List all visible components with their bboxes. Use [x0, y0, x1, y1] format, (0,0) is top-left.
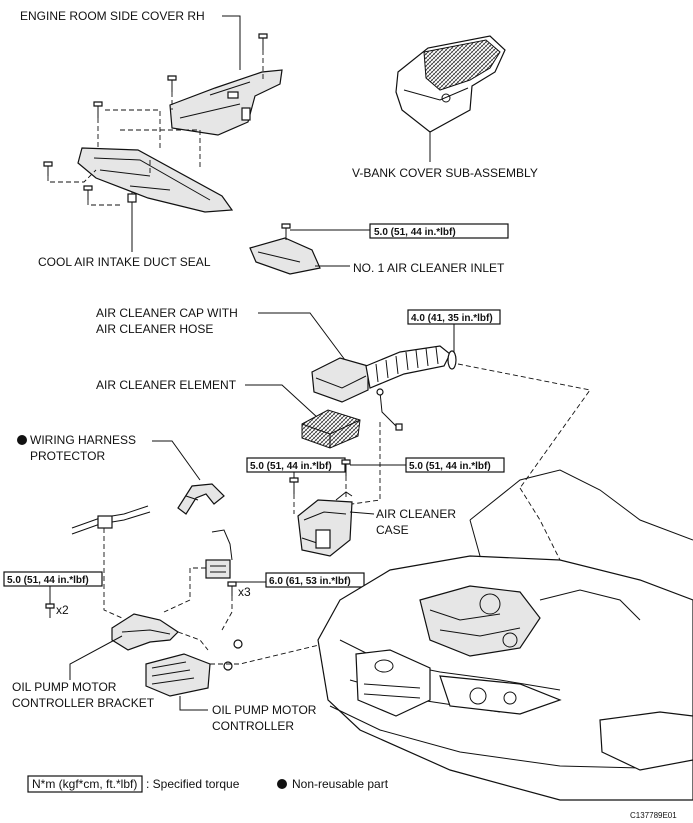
air-cleaner-case: [297, 491, 353, 557]
connector-assembly: [205, 529, 233, 579]
air-cleaner-element: [301, 409, 361, 449]
controller-bolt-qty: x3: [238, 585, 251, 599]
label-wiring-harness-line1: WIRING HARNESS: [30, 433, 136, 447]
torque-box-controller: [265, 572, 365, 588]
air-cleaner-cap-with-hose: [311, 345, 457, 431]
wiring-harness: [71, 505, 151, 535]
label-air-cleaner-cap-line1: AIR CLEANER CAP WITH: [96, 306, 238, 320]
legend-torque-desc: : Specified torque: [146, 777, 240, 791]
bracket-bolt-qty: x2: [56, 603, 69, 617]
oil-pump-motor-controller-bracket: [111, 613, 179, 651]
bolt-icon: [43, 161, 53, 176]
bolt-icon: [281, 223, 291, 240]
torque-case-right: 5.0 (51, 44 in.*lbf): [409, 461, 491, 472]
label-wiring-harness-line2: PROTECTOR: [30, 449, 105, 463]
nonreusable-dot-icon: [17, 435, 27, 445]
bolt-icon: [167, 75, 177, 92]
vehicle-front-engine-bay: [317, 469, 693, 801]
bolt-icon: [258, 33, 268, 50]
bolt-icon: [289, 477, 299, 494]
label-oil-pump-bracket-line2: CONTROLLER BRACKET: [12, 696, 155, 710]
bolt-icon: [227, 581, 237, 596]
label-engine-room-side-cover-rh: ENGINE ROOM SIDE COVER RH: [20, 9, 205, 23]
label-v-bank-cover: V-BANK COVER SUB-ASSEMBLY: [352, 166, 538, 180]
torque-hose-clamp: 4.0 (41, 35 in.*lbf): [411, 313, 493, 324]
bolt-icon: [93, 101, 103, 118]
nonreusable-dot-icon: [277, 779, 287, 789]
label-air-cleaner-cap-line2: AIR CLEANER HOSE: [96, 322, 213, 336]
legend-nonreusable-desc: Non-reusable part: [292, 777, 389, 791]
torque-box-bracket: [3, 571, 103, 587]
bolt-icon: [83, 185, 93, 200]
torque-case-left: 5.0 (51, 44 in.*lbf): [250, 461, 332, 472]
engine-room-side-cover-rh: [169, 69, 283, 136]
label-air-cleaner-element: AIR CLEANER ELEMENT: [96, 378, 237, 392]
label-oil-pump-bracket-line1: OIL PUMP MOTOR: [12, 680, 117, 694]
label-air-cleaner-case-line2: CASE: [376, 523, 409, 537]
label-cool-air-intake-duct-seal: COOL AIR INTAKE DUCT SEAL: [38, 255, 211, 269]
bolt-icon: [341, 459, 351, 476]
torque-box-case-left: [246, 457, 346, 473]
label-no1-air-cleaner-inlet: NO. 1 AIR CLEANER INLET: [353, 261, 505, 275]
legend-torque-unit: N*m (kgf*cm, ft.*lbf): [32, 777, 137, 791]
oil-pump-motor-controller: [145, 639, 243, 697]
label-oil-pump-controller-line1: OIL PUMP MOTOR: [212, 703, 317, 717]
duct-seal-tab: [127, 193, 137, 203]
label-oil-pump-controller-line2: CONTROLLER: [212, 719, 294, 733]
torque-inlet: 5.0 (51, 44 in.*lbf): [374, 227, 456, 238]
no1-air-cleaner-inlet: [249, 223, 509, 275]
torque-bracket: 5.0 (51, 44 in.*lbf): [7, 575, 89, 586]
bolt-icon: [45, 603, 55, 618]
v-bank-cover: [395, 35, 506, 133]
figure-id: C137789E01: [630, 811, 677, 820]
cool-air-intake-duct: [77, 147, 234, 213]
torque-controller: 6.0 (61, 53 in.*lbf): [269, 576, 351, 587]
torque-box-inlet: [369, 223, 509, 239]
legend-torque-box: [27, 775, 143, 793]
wiring-harness-protector: [177, 483, 225, 515]
label-air-cleaner-case-line1: AIR CLEANER: [376, 507, 456, 521]
